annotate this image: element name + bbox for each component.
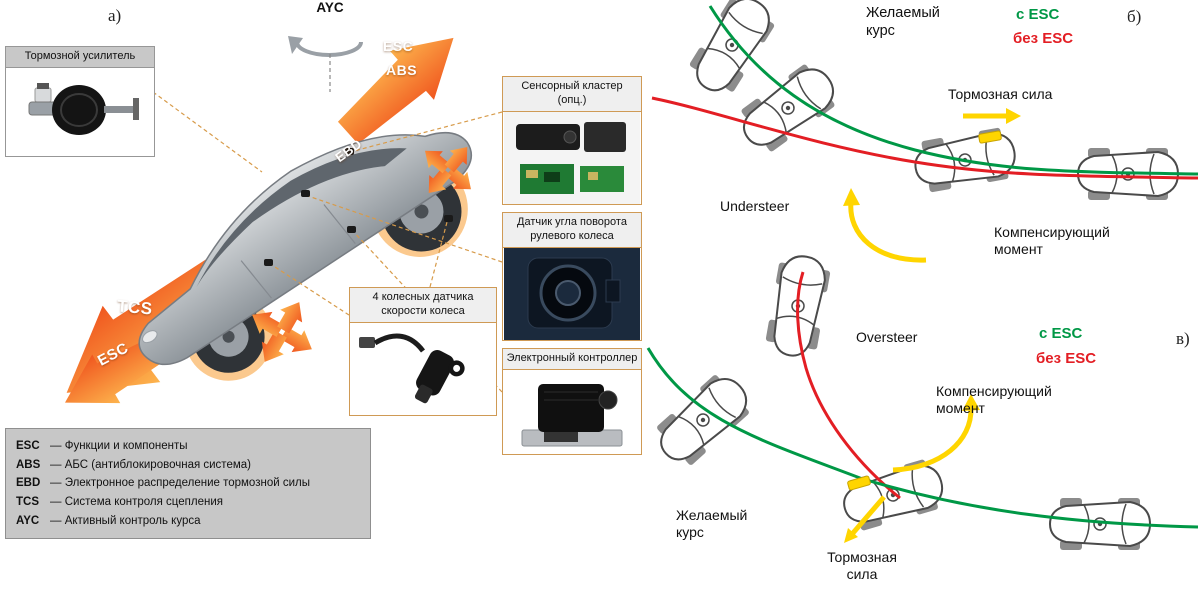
legend-text: — АБС (антиблокировочная система) — [50, 458, 251, 471]
legend-row: TCS — Система контроля сцепления — [16, 493, 360, 512]
wheel-speed-sensor-box: 4 колесных датчика скорости колеса — [349, 287, 497, 416]
legend-row: ABS — АБС (антиблокировочная система) — [16, 456, 360, 475]
trajectory-car — [647, 366, 759, 474]
steering-angle-sensor-box: Датчик угла поворота рулевого колеса — [502, 212, 642, 341]
electronic-controller-box: Электронный контроллер — [502, 348, 642, 455]
legend: ESC — Функции и компоненты ABS — АБС (анти… — [5, 428, 371, 540]
brake-force-arrow-v — [844, 495, 886, 543]
panel-b-letter: б) — [1127, 7, 1142, 26]
steering-angle-sensor-title: Датчик угла поворота рулевого колеса — [503, 213, 641, 248]
no-esc-path-v — [796, 271, 901, 500]
tcs-label: TCS — [116, 296, 154, 319]
brake-mark-v — [847, 475, 871, 491]
legend-abbr: ABS — [16, 458, 41, 471]
sensor-cluster-image — [503, 111, 641, 204]
brake-force-arrow-b — [963, 108, 1021, 124]
brake-booster-title: Тормозной усилитель — [6, 47, 154, 68]
without-esc-label-b: без ESC — [1013, 30, 1074, 47]
electronic-controller-image — [503, 369, 641, 454]
with-esc-label-v: с ESC — [1039, 325, 1083, 342]
compensating-moment-label-b: Компенсирующий момент — [994, 224, 1110, 258]
legend-abbr: EBD — [16, 477, 41, 490]
legend-abbr: TCS — [16, 495, 39, 508]
legend-row: EBD — Электронное распределение тормозной… — [16, 474, 360, 493]
sensor-cluster-title: Сенсорный кластер (опц.) — [503, 77, 641, 112]
wheel-speed-sensor-image — [350, 322, 496, 415]
brake-force-label-b: Тормозная сила — [948, 86, 1053, 102]
legend-row: ESC — Функции и компоненты — [16, 437, 360, 456]
steering-angle-sensor-image — [503, 247, 641, 340]
trajectory-canvas — [646, 0, 1199, 551]
panel-a-letter: а) — [108, 6, 122, 25]
yaw-rotation-icon — [288, 36, 363, 92]
esc-path-b — [708, 5, 1199, 176]
understeer-label: Understeer — [720, 198, 790, 214]
no-esc-path-b — [651, 96, 1199, 180]
component-diagram-canvas — [37, 13, 503, 432]
wheel-speed-sensor-title: 4 колесных датчика скорости колеса — [350, 288, 496, 323]
electronic-controller-title: Электронный контроллер — [503, 349, 641, 370]
legend-row: AYC — Активный контроль курса — [16, 512, 360, 531]
trajectory-car — [682, 0, 782, 103]
car-illustration — [138, 131, 473, 381]
abs-label: ABS — [386, 62, 418, 78]
desired-course-label-v: Желаемый курс — [676, 507, 748, 541]
legend-text: — Функции и компоненты — [50, 440, 188, 452]
with-esc-label-b: с ESC — [1016, 6, 1060, 23]
compensating-moment-arrow-b — [843, 188, 927, 263]
sensor-mount-dots — [264, 148, 453, 266]
brake-mark-b — [978, 130, 1002, 144]
oversteer-label: Oversteer — [856, 329, 918, 345]
sensor-cluster-box: Сенсорный кластер (опц.) — [502, 76, 642, 205]
brake-booster-box: Тормозной усилитель — [5, 46, 155, 157]
legend-text: — Электронное распределение тормозной си… — [50, 477, 310, 490]
brake-booster-image — [6, 67, 154, 156]
compensating-moment-arrow-v — [892, 394, 980, 473]
ayc-label: AYC — [316, 0, 344, 15]
legend-abbr: ESC — [16, 440, 40, 452]
brake-force-label-v: Тормозная сила — [827, 549, 897, 583]
compensating-moment-label-v: Компенсирующий момент — [936, 383, 1052, 417]
legend-text: — Активный контроль курса — [50, 514, 201, 527]
without-esc-label-v: без ESC — [1036, 350, 1097, 367]
panel-v-letter: в) — [1176, 329, 1190, 348]
desired-course-label-b: Желаемый курс — [866, 5, 940, 39]
esc-top-label: ESC — [383, 38, 414, 54]
legend-abbr: AYC — [16, 514, 40, 527]
legend-text: — Система контроля сцепления — [50, 495, 223, 508]
